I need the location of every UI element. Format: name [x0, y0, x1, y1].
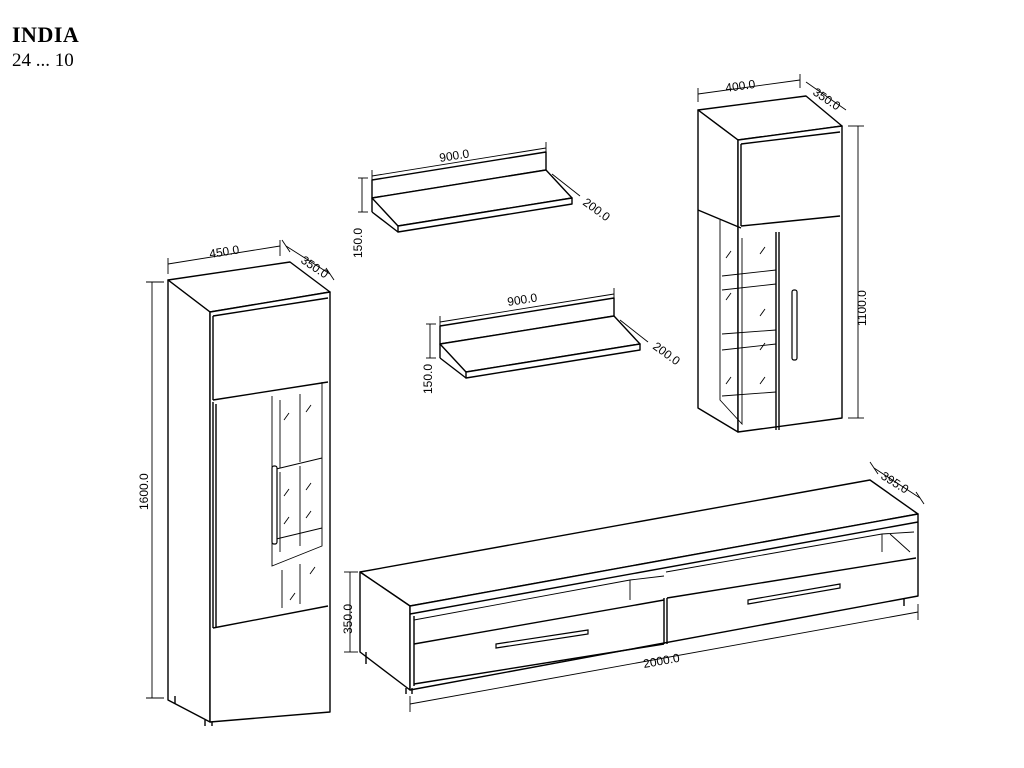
- product-title: INDIA: [12, 22, 80, 47]
- tv-unit: [359, 479, 919, 694]
- shelf-top-length-label: 900.0: [438, 146, 470, 165]
- shelf-bottom-dimensions: 900.0 200.0 150.0: [421, 288, 683, 394]
- wall-height-label: 1100.0: [855, 290, 869, 326]
- wall-shelf-bottom: [439, 297, 641, 379]
- shelf-bottom-depth-label: 200.0: [650, 339, 683, 368]
- tall-height-label: 1600.0: [137, 473, 151, 510]
- shelf-bottom-height-label: 150.0: [421, 364, 435, 394]
- shelf-top-height-label: 150.0: [351, 228, 365, 258]
- wall-shelf-top: [371, 151, 573, 233]
- wall-width-label: 400.0: [724, 77, 756, 95]
- product-code: 24 ... 10: [12, 50, 74, 71]
- shelf-top-depth-label: 200.0: [580, 195, 613, 224]
- shelf-bottom-length-label: 900.0: [506, 290, 538, 309]
- tall-width-label: 450.0: [208, 242, 240, 261]
- tv-height-label: 350.0: [341, 604, 355, 634]
- wall-glass-cabinet: [697, 95, 843, 433]
- tall-glass-cabinet: [167, 261, 331, 726]
- tv-length-label: 2000.0: [642, 651, 681, 671]
